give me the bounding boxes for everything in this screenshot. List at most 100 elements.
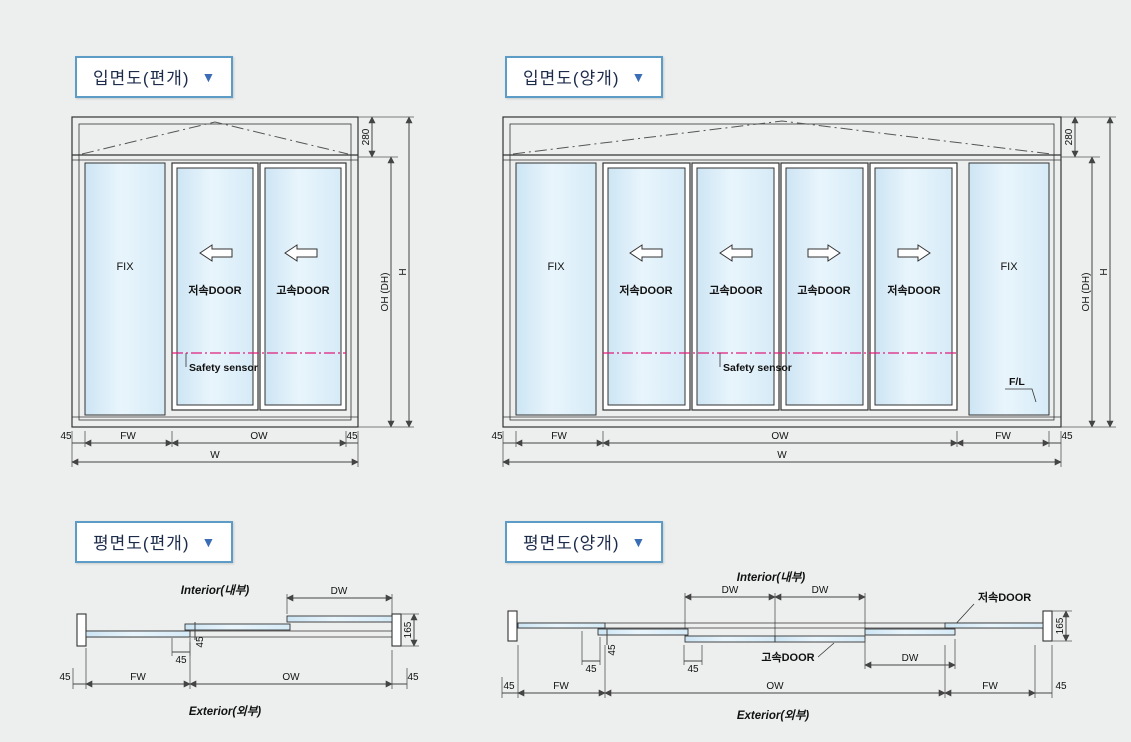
dim-ow: OW bbox=[766, 681, 784, 692]
fast-door-label: 고속DOOR bbox=[709, 284, 762, 297]
safety-sensor: Safety sensor bbox=[172, 352, 346, 374]
dim-45: 45 bbox=[687, 664, 699, 675]
dim-fw: FW bbox=[551, 431, 567, 442]
dropdown-arrow-icon: ▼ bbox=[631, 68, 646, 85]
dim-45: 45 bbox=[60, 431, 72, 442]
dim-45: 45 bbox=[195, 636, 206, 648]
right-arrow-icon bbox=[807, 244, 841, 262]
floor-level-label: F/L bbox=[1009, 376, 1025, 388]
dimensions-bottom: 45 FW OW 45 W bbox=[60, 431, 359, 467]
slow-door-plan-right bbox=[864, 628, 956, 636]
dimensions-bottom: 45 FW OW FW 45 W bbox=[491, 431, 1073, 467]
right-jamb bbox=[1042, 610, 1053, 642]
slow-door-plan-left bbox=[597, 628, 689, 636]
left-arrow-icon bbox=[199, 244, 233, 262]
dim-45: 45 bbox=[346, 431, 358, 442]
dim-dw-top: DW DW bbox=[684, 585, 866, 636]
dim-oh: OH (DH) bbox=[1081, 273, 1092, 312]
fix-panel-plan-left bbox=[517, 622, 606, 629]
dimensions-bottom: 45 FW OW FW 45 bbox=[501, 645, 1067, 698]
dim-45: 45 bbox=[1061, 431, 1073, 442]
door-frame bbox=[502, 116, 1062, 428]
slow-door-callout: 저속DOOR bbox=[951, 590, 1031, 629]
fix-panel-right: FIX bbox=[968, 162, 1050, 416]
right-arrow-icon bbox=[897, 244, 931, 262]
left-arrow-icon bbox=[629, 244, 663, 262]
slow-door-label: 저속DOOR bbox=[978, 590, 1031, 604]
dim-dw: DW bbox=[286, 586, 393, 614]
slow-door-plan bbox=[286, 615, 393, 623]
transom-centerline bbox=[81, 121, 349, 155]
dim-dw: DW bbox=[812, 585, 829, 596]
dim-ow: OW bbox=[771, 431, 789, 442]
section-header-plan-double[interactable]: 평면도(양개) ▼ bbox=[505, 521, 664, 563]
right-jamb bbox=[391, 613, 402, 647]
interior-label: Interior(내부) bbox=[737, 571, 806, 584]
section-title: 평면도(양개) bbox=[523, 534, 620, 553]
dim-ow: OW bbox=[282, 672, 300, 683]
plan-double-drawing: Interior(내부) DW DW 저속DOOR 고속D bbox=[501, 571, 1072, 722]
fast-door-plan bbox=[184, 623, 291, 631]
fix-panel-left: FIX bbox=[515, 162, 597, 416]
dim-45: 45 bbox=[59, 672, 71, 683]
dim-165: 165 bbox=[401, 613, 419, 647]
dim-280: 280 bbox=[1064, 128, 1075, 145]
fast-door-plan-left bbox=[684, 635, 776, 643]
fix-panel: FIX bbox=[84, 162, 166, 416]
fast-door-panel-left: 고속DOOR bbox=[691, 162, 780, 411]
section-title: 입면도(양개) bbox=[523, 69, 620, 88]
dim-fw: FW bbox=[982, 681, 998, 692]
safety-sensor-label: Safety sensor bbox=[723, 362, 792, 374]
dim-dw: DW bbox=[331, 586, 348, 597]
elevation-double-drawing: FIX 저속DOOR 고속DOOR 고속DOOR 저속DOOR bbox=[491, 116, 1116, 467]
fix-panel-plan-right bbox=[944, 622, 1044, 629]
dropdown-arrow-icon: ▼ bbox=[201, 68, 216, 85]
fast-door-plan-right bbox=[774, 635, 866, 643]
dim-fw: FW bbox=[553, 681, 569, 692]
elevation-single-drawing: FIX 저속DOOR 고속DOOR Safety sensor 280 OH bbox=[60, 116, 414, 467]
dimensions-right: 280 OH (DH) H bbox=[358, 116, 414, 428]
dim-w: W bbox=[210, 450, 220, 461]
fast-door-panel: 고속DOOR bbox=[259, 162, 347, 411]
dim-45: 45 bbox=[407, 672, 419, 683]
transom-centerline bbox=[512, 120, 1052, 155]
dim-165: 165 bbox=[1055, 617, 1066, 634]
slow-door-panel: 저속DOOR bbox=[171, 162, 259, 411]
dim-45: 45 bbox=[585, 664, 597, 675]
section-title: 입면도(편개) bbox=[93, 69, 190, 88]
left-jamb bbox=[507, 610, 518, 642]
dim-dw: DW bbox=[722, 585, 739, 596]
section-header-elevation-single[interactable]: 입면도(편개) ▼ bbox=[75, 56, 234, 98]
slow-door-label: 저속DOOR bbox=[619, 283, 672, 297]
fast-door-label: 고속DOOR bbox=[797, 284, 850, 297]
dim-w: W bbox=[777, 450, 787, 461]
section-header-elevation-double[interactable]: 입면도(양개) ▼ bbox=[505, 56, 664, 98]
plan-single-drawing: Interior(내부) DW 165 45 bbox=[59, 584, 419, 718]
dim-45: 45 bbox=[175, 655, 187, 666]
dim-165: 165 bbox=[1052, 610, 1072, 642]
floor-level-callout: F/L bbox=[1005, 376, 1037, 403]
dimensions-right: 280 OH (DH) H bbox=[1061, 116, 1116, 428]
dim-280: 280 bbox=[361, 128, 372, 145]
left-arrow-icon bbox=[284, 244, 318, 262]
dropdown-arrow-icon: ▼ bbox=[631, 533, 646, 550]
section-header-plan-single[interactable]: 평면도(편개) ▼ bbox=[75, 521, 234, 563]
slow-door-panel-right: 저속DOOR bbox=[869, 162, 958, 411]
fast-door-label: 고속DOOR bbox=[761, 651, 814, 664]
dim-45: 45 bbox=[503, 681, 515, 692]
dim-h: H bbox=[1099, 268, 1110, 275]
fix-label: FIX bbox=[1000, 261, 1018, 273]
interior-label: Interior(내부) bbox=[181, 584, 250, 597]
fast-door-panel-right: 고속DOOR bbox=[780, 162, 869, 411]
slow-door-label: 저속DOOR bbox=[887, 283, 940, 297]
exterior-label: Exterior(외부) bbox=[737, 709, 809, 722]
dim-dw-bottom: DW bbox=[864, 639, 956, 669]
exterior-label: Exterior(외부) bbox=[189, 705, 261, 718]
safety-sensor: Safety sensor bbox=[603, 352, 957, 374]
fast-door-callout: 고속DOOR bbox=[761, 642, 835, 664]
plan-assembly bbox=[507, 610, 1053, 643]
dimensions-bottom: 45 FW OW 45 bbox=[59, 642, 419, 689]
dim-45: 45 bbox=[1055, 681, 1067, 692]
dim-45: 45 bbox=[491, 431, 503, 442]
